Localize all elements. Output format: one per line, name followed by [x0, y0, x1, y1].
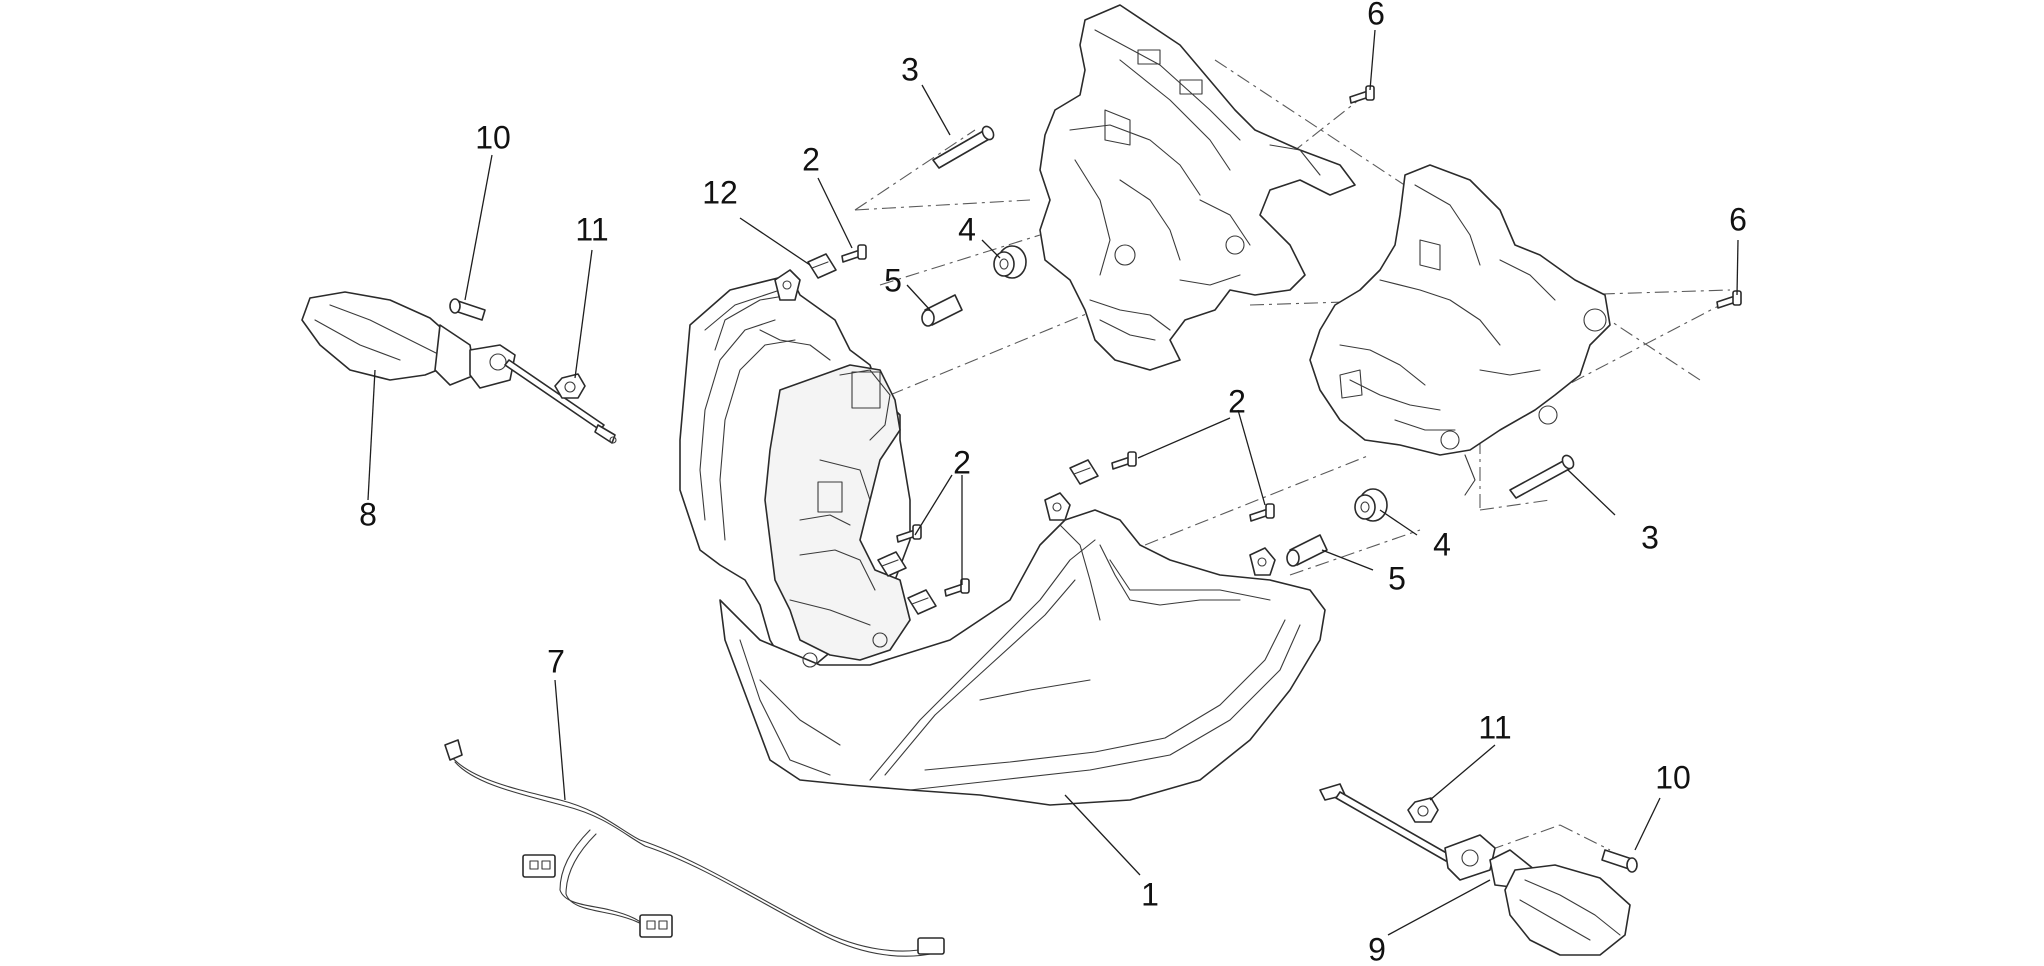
callout-2-right: 2 [1228, 383, 1246, 419]
screw-2-b [1111, 451, 1137, 470]
nut-11-right [1407, 797, 1439, 823]
callout-2-center: 2 [953, 444, 971, 480]
bolt-10-right [1601, 849, 1638, 873]
callout-3-upper: 3 [901, 51, 919, 87]
clip-left-b [907, 589, 937, 615]
leader-lines [367, 29, 1739, 936]
callout-3-lower: 3 [1641, 519, 1659, 555]
pin-3-upper [932, 125, 995, 169]
callout-7: 7 [547, 643, 565, 679]
callout-4-upper: 4 [958, 211, 976, 247]
callout-2-upper: 2 [802, 141, 820, 177]
pin-3-lower [1509, 454, 1575, 499]
bolt-10-left [449, 298, 486, 321]
clip-left-a [877, 551, 907, 577]
spacer-5-lower [1286, 534, 1328, 567]
callout-11-right: 11 [1478, 709, 1511, 745]
callout-6-upper: 6 [1367, 0, 1385, 31]
callout-5-upper: 5 [884, 262, 902, 298]
headlight-assembly [679, 269, 1326, 806]
callout-10-right: 10 [1655, 759, 1691, 795]
callout-11-left: 11 [575, 211, 608, 247]
screw-2-a [841, 244, 867, 263]
nut-11-left [554, 373, 586, 399]
fasteners [807, 85, 1742, 615]
wiring-harness [444, 739, 945, 957]
lower-bracket-front [1309, 164, 1611, 496]
turn-indicator-left [301, 291, 617, 444]
clip-12 [807, 253, 837, 279]
screw-2-d [944, 578, 970, 597]
callout-8: 8 [359, 496, 377, 532]
grommet-4-lower [1354, 488, 1388, 522]
screw-2-e [1249, 503, 1275, 522]
callout-5-lower: 5 [1388, 560, 1406, 596]
clip-upper-center [1069, 459, 1099, 485]
callout-1: 1 [1141, 876, 1159, 912]
grommet-4-upper [993, 245, 1027, 279]
spacer-5-upper [921, 294, 963, 327]
callout-6-lower: 6 [1729, 201, 1747, 237]
callout-4-lower: 4 [1433, 526, 1451, 562]
callout-12: 12 [702, 174, 738, 210]
callout-9: 9 [1368, 931, 1386, 966]
upper-bracket-rear [1039, 4, 1356, 371]
turn-indicator-right [1319, 783, 1631, 956]
callout-labels: 1 2 2 2 3 3 4 4 5 5 6 6 7 8 9 10 10 11 1… [359, 0, 1747, 966]
callout-10-left: 10 [475, 119, 511, 155]
